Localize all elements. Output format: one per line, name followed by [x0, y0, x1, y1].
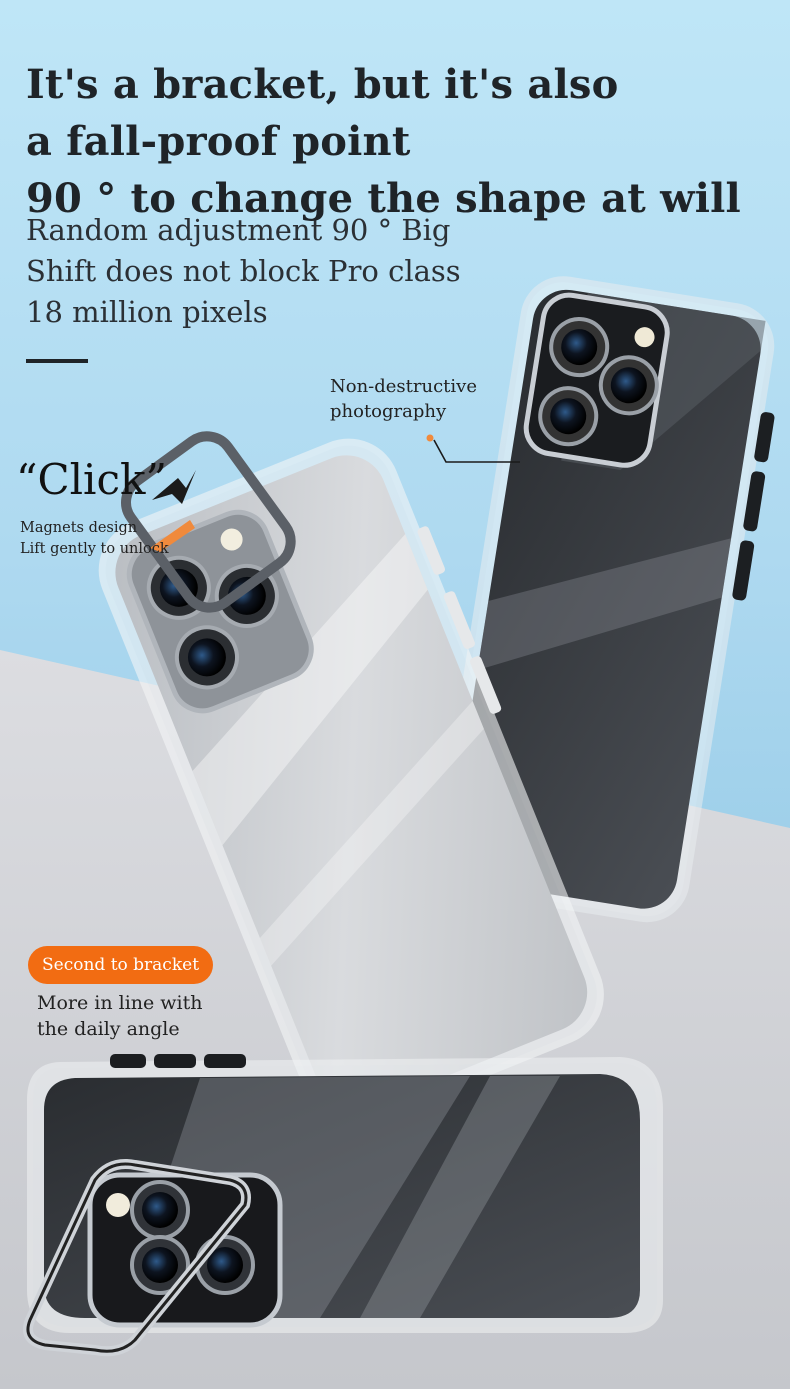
phone-right	[435, 276, 775, 923]
phone-bottom	[22, 1054, 663, 1357]
click-label: “Click”	[16, 455, 167, 504]
click-accent	[150, 470, 196, 552]
headline-line-1: It's a bracket, but it's also	[26, 61, 619, 108]
bracket-badge: Second to bracket	[28, 946, 214, 984]
magnets-callout: Magnets design Lift gently to unlock	[20, 518, 169, 560]
headline-line-2: a fall-proof point	[26, 118, 411, 165]
subtitle-line-3: 18 million pixels	[26, 295, 268, 329]
angle-callout-line-1: More in line with	[37, 992, 203, 1014]
angle-callout-line-2: the daily angle	[37, 1018, 180, 1040]
headline-line-3: 90 ° to change the shape at will	[26, 175, 741, 222]
photography-callout-line-1: Non-destructive	[330, 376, 477, 397]
subtitle-line-2: Shift does not block Pro class	[26, 254, 461, 288]
phone-middle	[98, 431, 604, 1127]
angle-callout: More in line with the daily angle	[37, 990, 203, 1042]
subtitle: Random adjustment 90 ° Big Shift does no…	[26, 210, 461, 333]
subtitle-line-1: Random adjustment 90 ° Big	[26, 213, 451, 247]
divider	[26, 359, 88, 363]
photography-callout: Non-destructive photography	[330, 374, 477, 424]
magnets-callout-line-2: Lift gently to unlock	[20, 541, 169, 557]
headline: It's a bracket, but it's also a fall-pro…	[26, 56, 741, 227]
photography-leader	[426, 434, 520, 463]
magnets-callout-line-1: Magnets design	[20, 520, 138, 536]
photography-callout-line-2: photography	[330, 401, 447, 422]
